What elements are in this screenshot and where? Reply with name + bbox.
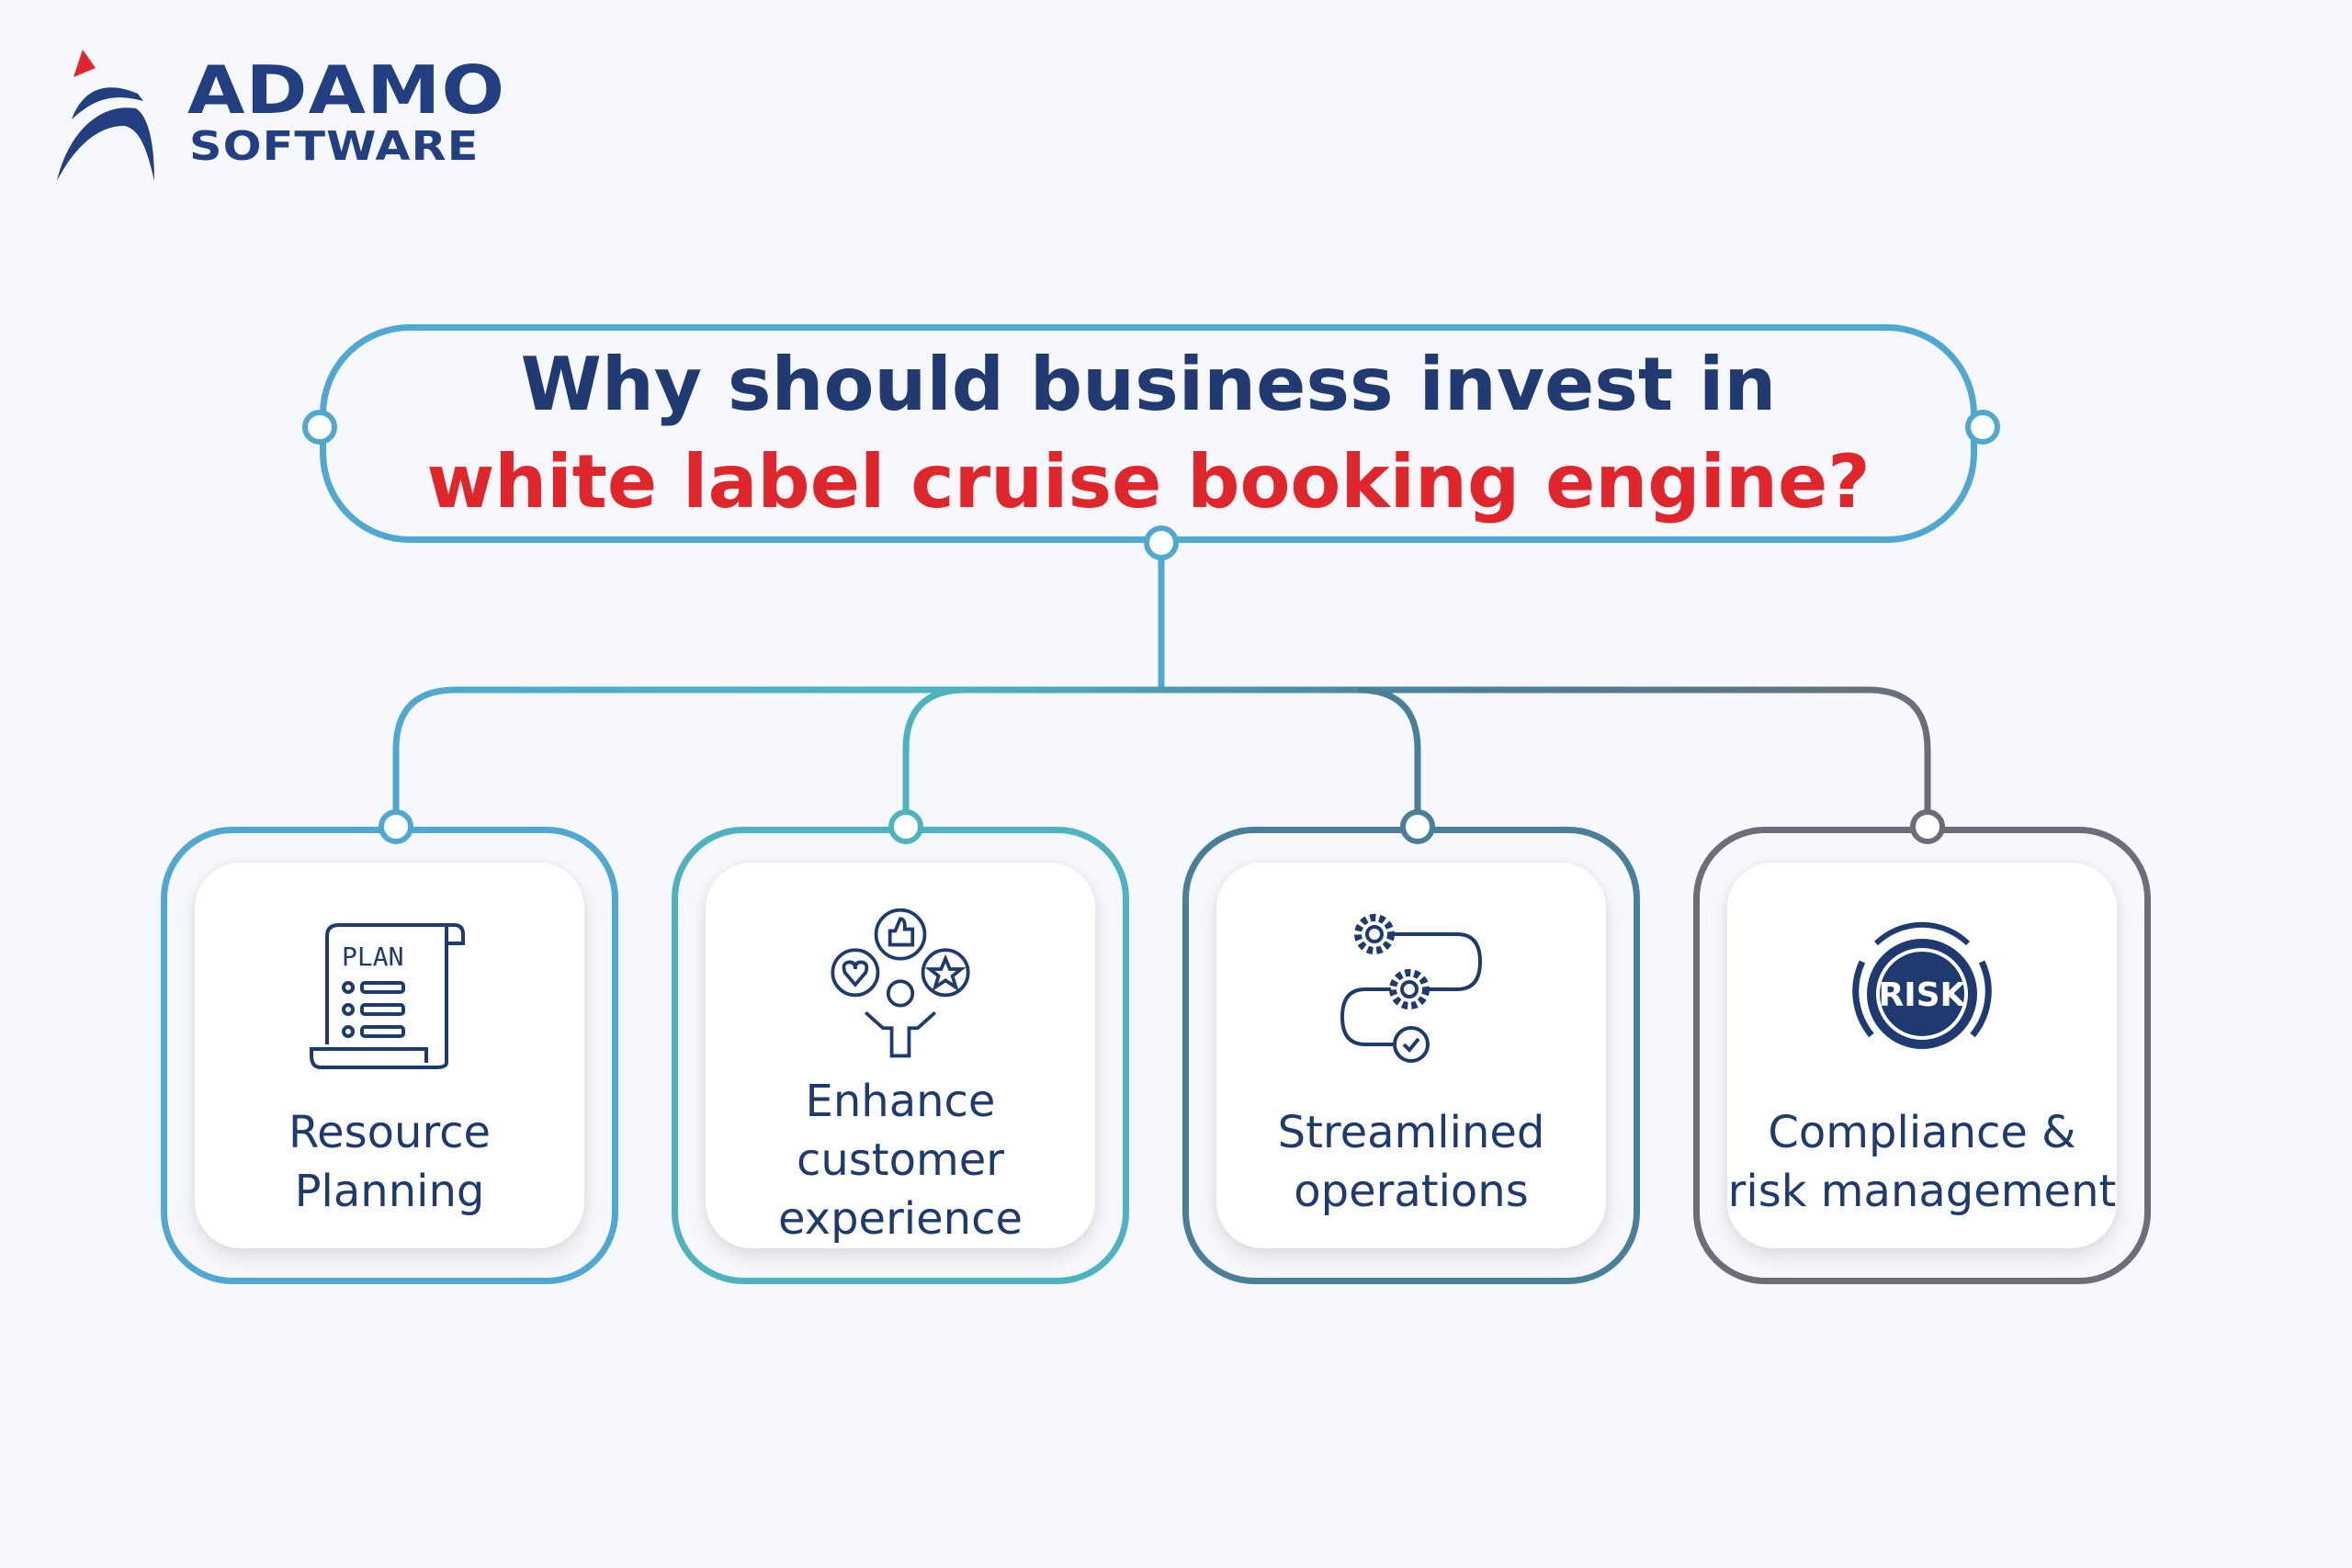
card-label-line: risk management (1727, 1166, 2117, 1217)
logo (55, 48, 161, 184)
gears-workflow-icon (1340, 914, 1483, 1063)
card-label-line: Streamlined (1277, 1107, 1545, 1158)
card-label-line: Planning (294, 1166, 485, 1217)
connector-node (379, 809, 413, 844)
card-label-line: operations (1294, 1166, 1529, 1217)
card-label: Streamlined operations (1278, 1103, 1545, 1221)
plan-scroll-icon: PLAN (310, 923, 465, 1069)
customer-experience-icon (831, 908, 970, 1058)
card-label: Compliance & risk management (1728, 1103, 2117, 1221)
title-node-bottom (1144, 525, 1179, 560)
svg-text:PLAN: PLAN (342, 942, 403, 972)
page-title: Why should business invest in white labe… (413, 336, 1883, 531)
card-label: Enhance customer experience (778, 1072, 1023, 1248)
card-label-line: Enhance (805, 1076, 996, 1127)
card-label-line: experience (777, 1193, 1023, 1245)
title-node-left (302, 410, 337, 445)
logo-mark-icon (57, 50, 154, 181)
svg-text:RISK: RISK (1879, 976, 1967, 1014)
card-streamlined-operations: Streamlined operations (1182, 827, 1640, 1284)
connector-node (1910, 809, 1945, 844)
card-resource-planning: PLAN Resource Planning (161, 827, 618, 1284)
risk-gauge-icon: RISK (1852, 921, 1992, 1049)
card-label: Resource Planning (288, 1103, 491, 1221)
title-box: Why should business invest in white labe… (320, 324, 1977, 543)
card-compliance-risk-management: RISK Compliance & risk management (1693, 827, 2151, 1284)
card-label-line: Compliance & (1768, 1107, 2076, 1158)
connector-node (888, 809, 923, 844)
logo-text-software: SOFTWARE (189, 123, 480, 170)
card-label-line: Resource (288, 1107, 492, 1158)
title-part1: Why should business invest in (520, 342, 1777, 427)
card-enhance-customer-experience: Enhance customer experience (672, 827, 1129, 1284)
connector-node (1400, 809, 1435, 844)
logo-text-adamo: ADAMO (187, 51, 506, 129)
title-node-right (1965, 410, 2000, 445)
card-label-line: customer (796, 1134, 1004, 1186)
title-highlight: white label cruise booking engine? (426, 439, 1871, 525)
